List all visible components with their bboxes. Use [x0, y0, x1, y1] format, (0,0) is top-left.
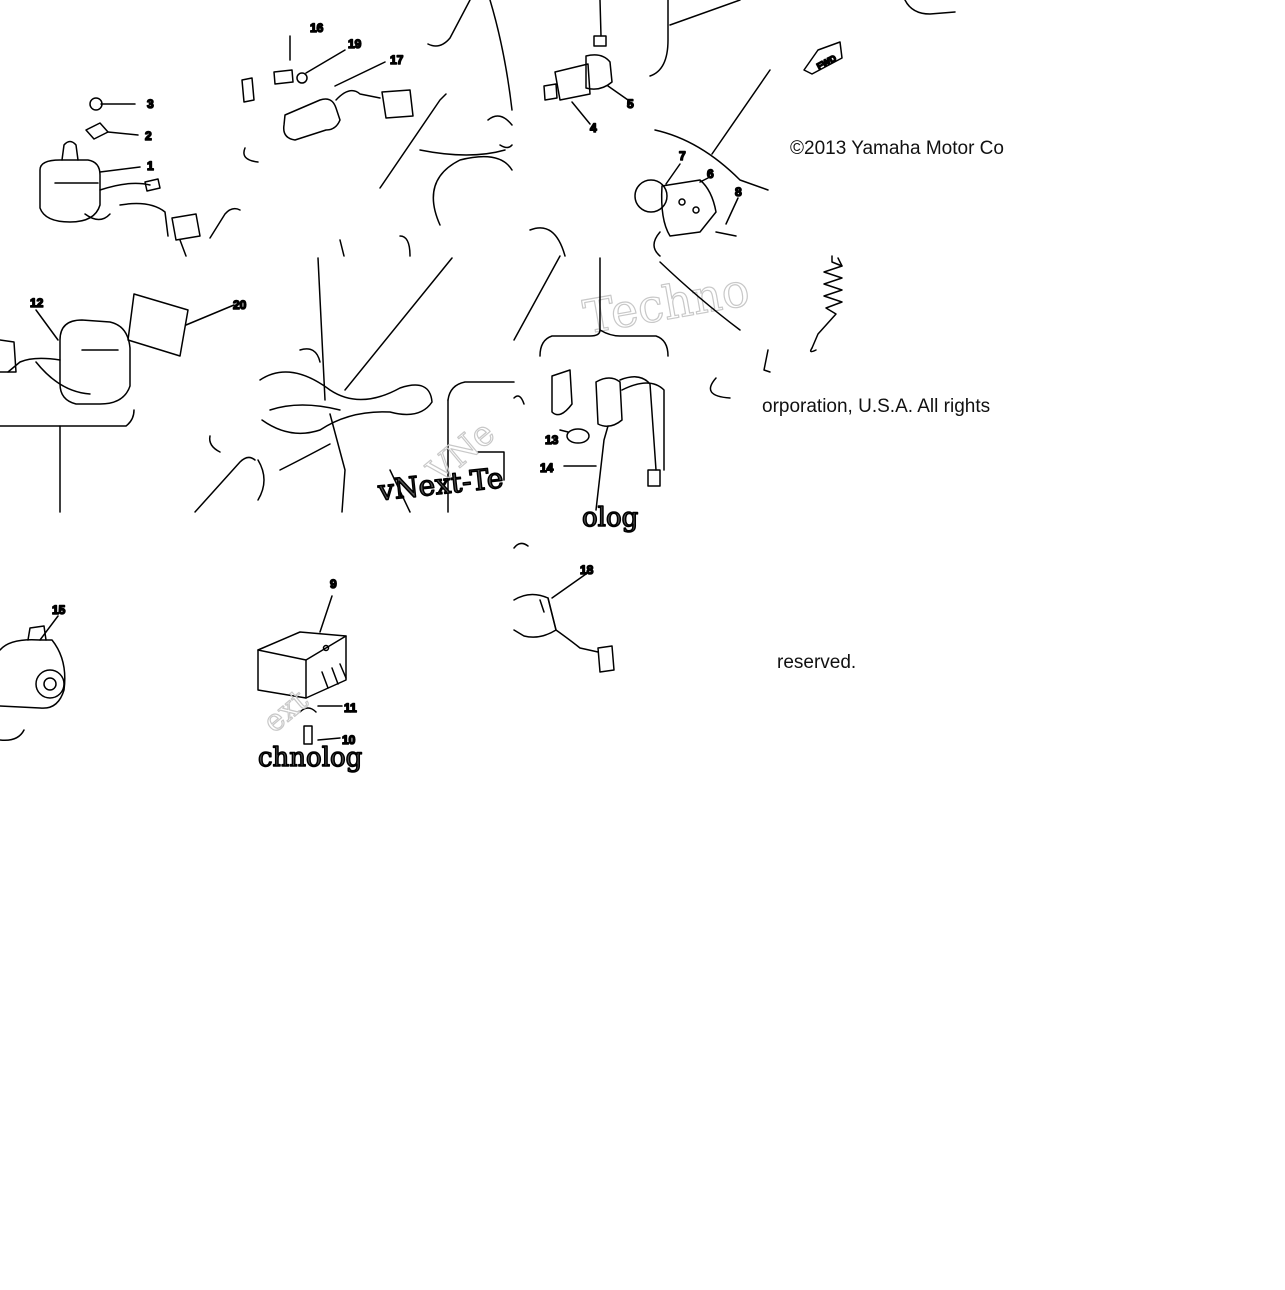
callout-10: 10	[342, 733, 356, 747]
callout-7: 7	[679, 149, 686, 163]
callout-4: 4	[590, 121, 597, 135]
copyright-line-1: ©2013 Yamaha Motor Co	[790, 138, 1004, 159]
horn-assembly	[0, 615, 66, 742]
callout-3: 3	[147, 97, 154, 111]
callout-15: 15	[52, 603, 66, 617]
callout-16: 16	[310, 21, 324, 35]
connector-assembly	[513, 542, 615, 673]
wiring-harness	[257, 235, 515, 513]
watermark-olog: olog	[582, 503, 638, 533]
callout-18: 18	[580, 563, 594, 577]
callout-5: 5	[627, 97, 634, 111]
fwd-arrow-icon: FWD	[803, 41, 843, 75]
sensor-assembly	[241, 0, 513, 226]
sending-unit-assembly	[513, 255, 771, 511]
copyright-line-2: orporation, U.S.A. All rights	[762, 396, 991, 417]
wire-lead	[904, 0, 956, 15]
callout-9: 9	[330, 577, 337, 591]
spring-part	[809, 255, 843, 353]
callout-12: 12	[30, 296, 44, 310]
callout-20: 20	[233, 298, 247, 312]
callout-14: 14	[540, 461, 554, 475]
watermark-techno: Techno	[579, 262, 753, 344]
callout-19: 19	[348, 37, 362, 51]
callout-1: 1	[147, 159, 154, 173]
callout-13: 13	[545, 433, 559, 447]
main-switch-assembly	[39, 97, 241, 257]
callout-2: 2	[145, 129, 152, 143]
callout-11: 11	[344, 701, 357, 715]
copyright-line-3: reserved.	[777, 652, 857, 673]
callout-17: 17	[390, 53, 404, 67]
watermark-chnolog: chnolog	[258, 743, 362, 773]
regulator-assembly	[257, 595, 347, 745]
callout-6: 6	[707, 167, 714, 181]
callout-8: 8	[735, 185, 742, 199]
starter-relay-assembly	[0, 293, 256, 513]
oil-switch-assembly	[529, 0, 771, 257]
fwd-label: FWD	[815, 53, 838, 72]
watermark-vnext: vNext-Te	[376, 461, 505, 507]
